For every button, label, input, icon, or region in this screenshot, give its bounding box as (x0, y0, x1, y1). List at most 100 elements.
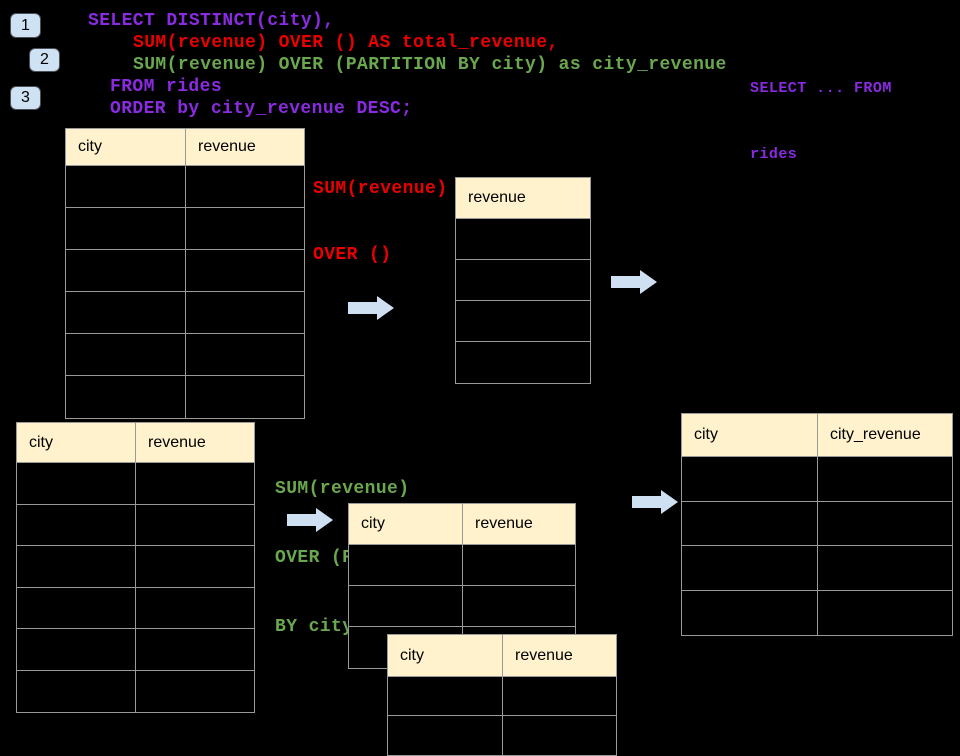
table-cell-empty (503, 677, 616, 716)
table-header-row: revenue (456, 178, 590, 219)
step-badge-1: 1 (10, 13, 41, 38)
table-row (682, 457, 952, 502)
flow-arrow-from-total (611, 270, 657, 294)
arrow-shaft (611, 276, 640, 288)
table-cell-empty (186, 166, 304, 208)
arrow-head-icon (377, 296, 394, 320)
arrow-head-icon (316, 508, 333, 532)
table-row (682, 546, 952, 591)
column-header: city (17, 423, 136, 463)
arrow-shaft (287, 514, 316, 526)
annotation-over-total: SUM(revenue) OVER () (313, 134, 447, 288)
table-row (349, 545, 575, 586)
table-cell-empty (66, 250, 186, 292)
annotation-line: SUM(revenue) (313, 179, 448, 199)
table-cell-empty (818, 457, 952, 502)
table-cell-empty (66, 208, 186, 250)
table-cell-empty (136, 629, 254, 671)
slide-canvas: { "badges": [ { "label": "1" }, { "label… (10, 11, 953, 756)
table-row (66, 334, 304, 376)
table-cell-empty (186, 292, 304, 334)
table-cell-empty (456, 219, 590, 260)
table-cell-empty (136, 587, 254, 629)
table-cell-empty (456, 301, 590, 342)
table-cell-empty (66, 166, 186, 208)
annotation-line: OVER () (313, 245, 392, 265)
table-row (66, 166, 304, 208)
table-row (682, 501, 952, 546)
sql-code-line-4: FROM rides (110, 77, 223, 97)
column-header: revenue (463, 504, 575, 545)
table-cell-empty (682, 501, 818, 546)
table-cell-empty (456, 342, 590, 383)
table-row (17, 546, 254, 588)
arrow-shaft (348, 302, 377, 314)
table-row (682, 590, 952, 635)
sql-code-line-5: ORDER by city_revenue DESC; (110, 99, 413, 119)
arrow-shaft (632, 496, 661, 508)
annotation-line: SUM(revenue) (275, 479, 410, 499)
table-cell-empty (503, 716, 616, 755)
step-badge-2: 2 (29, 48, 60, 72)
table-cell-empty (463, 545, 575, 586)
flow-arrow-to-total (348, 296, 394, 320)
table-cell-empty (818, 501, 952, 546)
table-row (66, 208, 304, 250)
table-cell-empty (456, 260, 590, 301)
table-row (17, 504, 254, 546)
table-row (456, 219, 590, 260)
table-cell-empty (17, 504, 136, 546)
table-row (66, 292, 304, 334)
side-note-line: rides (750, 146, 798, 163)
table-cell-empty (818, 546, 952, 591)
table-row (456, 301, 590, 342)
table-cell-empty (136, 504, 254, 546)
table-cell-empty (349, 545, 463, 586)
table-cell-empty (349, 586, 463, 627)
table-cell-empty (388, 716, 503, 755)
step-badge-3: 3 (10, 86, 41, 110)
side-note-from-rides: SELECT ... FROM rides (750, 34, 892, 188)
column-header: city (388, 635, 503, 677)
column-header: city_revenue (818, 414, 952, 457)
table-cell-empty (388, 677, 503, 716)
sql-code-line-2: SUM(revenue) OVER () AS total_revenue, (133, 33, 559, 53)
side-note-line: SELECT ... FROM (750, 80, 892, 97)
table-total-revenue: revenue (455, 177, 591, 384)
table-row (456, 342, 590, 383)
column-header: revenue (456, 178, 590, 219)
table-cell-empty (66, 334, 186, 376)
table-row (17, 587, 254, 629)
column-header: revenue (186, 129, 304, 166)
table-cell-empty (682, 590, 818, 635)
table-cell-empty (17, 670, 136, 712)
table-row (388, 716, 616, 755)
table-row (17, 629, 254, 671)
table-cell-empty (186, 250, 304, 292)
table-cell-empty (17, 463, 136, 505)
arrow-head-icon (640, 270, 657, 294)
table-cell-empty (66, 292, 186, 334)
column-header: city (349, 504, 463, 545)
flow-arrow-to-partition (287, 508, 333, 532)
table-cell-empty (17, 587, 136, 629)
table-row (456, 260, 590, 301)
table-row (388, 677, 616, 716)
arrow-head-icon (661, 490, 678, 514)
table-cell-empty (136, 546, 254, 588)
sql-code-line-1: SELECT DISTINCT(city), (88, 11, 335, 31)
table-cell-empty (17, 629, 136, 671)
table-cell-empty (186, 334, 304, 376)
sql-code-line-3: SUM(revenue) OVER (PARTITION BY city) as… (133, 55, 727, 75)
table-cell-empty (818, 590, 952, 635)
table-cell-empty (682, 457, 818, 502)
table-cell-empty (186, 208, 304, 250)
column-header: revenue (136, 423, 254, 463)
